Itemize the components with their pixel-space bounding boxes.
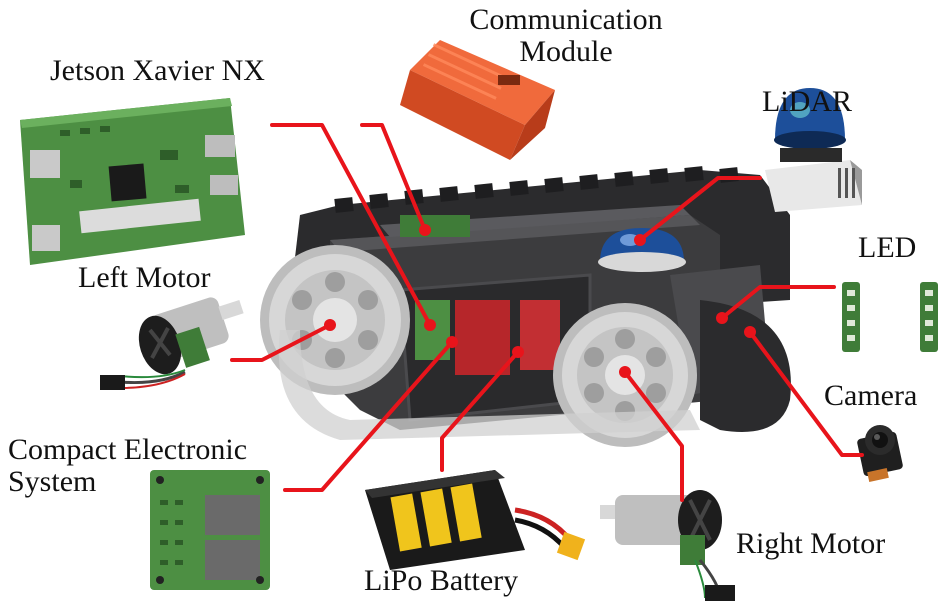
leader-dot-left-motor bbox=[324, 319, 336, 331]
leader-lipo-battery bbox=[440, 350, 520, 472]
leader-lidar bbox=[638, 176, 762, 242]
leader-communication-module bbox=[360, 123, 427, 232]
label-compact-electronic-line2: System bbox=[8, 464, 97, 498]
leader-dot-communication-module bbox=[419, 224, 431, 236]
leader-dot-camera bbox=[744, 326, 756, 338]
leader-lines bbox=[230, 123, 864, 502]
label-compact-electronic: Compact Electronic System bbox=[8, 434, 247, 497]
leader-dot-lidar bbox=[634, 234, 646, 246]
jetson-board-illustration bbox=[20, 98, 245, 265]
right-motor-illustration bbox=[600, 490, 735, 601]
compact-electronic-board-illustration bbox=[150, 470, 270, 590]
leader-dot-lipo-battery bbox=[512, 346, 524, 358]
label-compact-electronic-line1: Compact Electronic bbox=[8, 433, 248, 466]
led-strips-illustration bbox=[842, 282, 938, 352]
leader-right-motor bbox=[623, 370, 684, 502]
label-lidar: LiDAR bbox=[762, 85, 852, 118]
robot-assembly bbox=[260, 166, 791, 447]
label-jetson: Jetson Xavier NX bbox=[50, 54, 265, 87]
leader-dot-led bbox=[716, 312, 728, 324]
label-led: LED bbox=[858, 231, 917, 264]
leader-dots bbox=[324, 224, 756, 378]
left-motor-illustration bbox=[100, 297, 244, 390]
leader-dot-jetson bbox=[424, 319, 436, 331]
leader-jetson bbox=[270, 123, 432, 327]
leader-camera bbox=[748, 330, 864, 457]
lidar-unit-illustration bbox=[765, 88, 862, 212]
label-left-motor: Left Motor bbox=[78, 261, 211, 294]
front-track bbox=[278, 300, 791, 440]
leader-dot-right-motor bbox=[619, 366, 631, 378]
label-communication-module: Communication Module bbox=[448, 4, 684, 67]
label-lipo-battery: LiPo Battery bbox=[364, 564, 519, 597]
camera-module-illustration bbox=[857, 425, 903, 482]
leader-dot-compact-electronic bbox=[446, 336, 458, 348]
leader-led bbox=[720, 285, 836, 320]
leader-left-motor bbox=[230, 323, 332, 362]
label-communication-module-line1: Communication bbox=[469, 3, 663, 36]
communication-module-illustration bbox=[400, 40, 555, 160]
left-wheel bbox=[260, 245, 410, 395]
label-camera: Camera bbox=[824, 379, 918, 412]
lipo-battery-illustration bbox=[365, 470, 586, 570]
label-communication-module-line2: Module bbox=[519, 34, 613, 68]
leader-compact-electronic bbox=[283, 340, 454, 492]
label-right-motor: Right Motor bbox=[736, 527, 886, 560]
